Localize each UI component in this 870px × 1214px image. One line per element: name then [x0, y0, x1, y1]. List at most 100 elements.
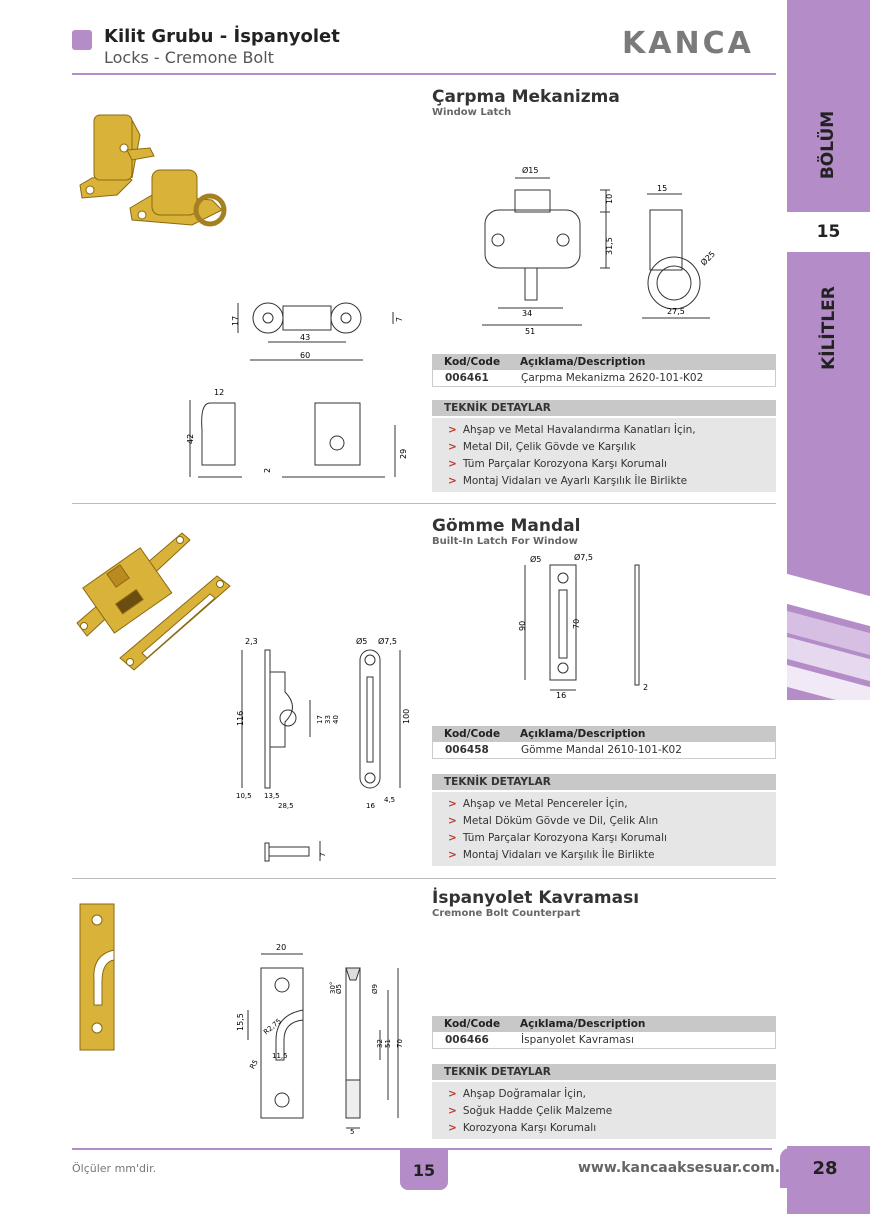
section-subtitle: Cremone Bolt Counterpart [432, 908, 581, 919]
header-divider [72, 73, 776, 75]
dim-label: 4,5 [384, 796, 395, 804]
section-subtitle: Window Latch [432, 107, 512, 118]
dim-label: 5 [350, 1128, 354, 1136]
product-code: 006466 [445, 1034, 489, 1046]
dim-label: 15,5 [236, 1013, 245, 1031]
tech-item: >Montaj Vidaları ve Karşılık İle Birlikt… [448, 848, 655, 861]
dim-label: 16 [556, 691, 566, 700]
latch-bolt-drawing: 7 [264, 841, 327, 862]
section-divider [72, 878, 776, 879]
page-title: Kilit Grubu - İspanyolet [104, 26, 340, 47]
section-title: İspanyolet Kavraması [432, 888, 640, 908]
col-desc: Açıklama/Description [520, 356, 646, 368]
tech-details: TEKNİK DETAYLAR >Ahşap ve Metal Pencerel… [432, 774, 776, 866]
dim-label: 7 [319, 853, 327, 857]
dim-label: Ø7,5 [378, 636, 397, 646]
dim-label: 32 [376, 1039, 384, 1048]
sidebar-blank [787, 700, 870, 1146]
tech-details: TEKNİK DETAYLAR >Ahşap ve Metal Havaland… [432, 400, 776, 492]
col-desc: Açıklama/Description [520, 728, 646, 740]
tech-item: >Ahşap ve Metal Havalandırma Kanatları İ… [448, 423, 696, 436]
col-code: Kod/Code [444, 1018, 501, 1030]
product-table: Kod/Code Açıklama/Description 006466 İspan… [432, 1016, 776, 1049]
latch-profile-drawing: 12 42 2 29 [186, 388, 408, 478]
latch-body-drawing: 2,3 116 17 33 40 Ø5 Ø7,5 100 10,5 13,5 2… [236, 636, 411, 810]
section-subtitle: Built-In Latch For Window [432, 536, 578, 547]
dim-label: Ø15 [522, 165, 538, 175]
dim-label: 51 [384, 1039, 392, 1048]
dim-label: 10 [605, 194, 614, 204]
tech-item: >Metal Dil, Çelik Gövde ve Karşılık [448, 440, 636, 453]
category-label: KİLİTLER [818, 286, 839, 370]
dim-label: 43 [300, 333, 310, 342]
counterpart-drawing: 20 15,5 R2,75 R5 11,5 30° Ø5 Ø9 32 51 70… [236, 943, 404, 1136]
website-link[interactable]: www.kancaaksesuar.com.tr [578, 1160, 794, 1176]
section-label: BÖLÜM [818, 110, 839, 180]
tech-item: >Metal Döküm Gövde ve Dil, Çelik Alın [448, 814, 659, 827]
tech-item: >Montaj Vidaları ve Ayarlı Karşılık İle … [448, 474, 688, 487]
dim-label: Ø5 [530, 554, 541, 564]
col-desc: Açıklama/Description [520, 1018, 646, 1030]
section-title: Gömme Mandal [432, 516, 581, 536]
dim-label: 17 [231, 316, 240, 326]
col-code: Kod/Code [444, 356, 501, 368]
tech-item: >Ahşap Doğramalar İçin, [448, 1087, 586, 1100]
dim-label: 42 [186, 434, 195, 444]
latch-side-drawing: 15 Ø25 27,5 [642, 184, 717, 319]
units-note: Ölçüler mm'dir. [72, 1162, 157, 1175]
sidebar-category: KİLİTLER [787, 258, 870, 598]
product-code: 006458 [445, 744, 489, 756]
dim-label: 28,5 [278, 802, 294, 810]
dim-label: 27,5 [667, 307, 685, 316]
dim-label: 13,5 [264, 792, 280, 800]
dim-label: 60 [300, 351, 310, 360]
dim-label: Ø25 [698, 249, 717, 268]
product-code: 006461 [445, 372, 489, 384]
section-divider [72, 503, 776, 504]
cremone-counterpart-photo [79, 903, 115, 1051]
product-desc: Çarpma Mekanizma 2620-101-K02 [521, 372, 704, 384]
strike-plate-drawing: Ø5 Ø7,5 90 70 16 2 [518, 552, 648, 700]
dim-label: 10,5 [236, 792, 252, 800]
tech-item: >Ahşap ve Metal Pencereler İçin, [448, 797, 628, 810]
product-table: Kod/Code Açıklama/Description 006461 Çarpm… [432, 354, 776, 387]
tech-item: >Tüm Parçalar Korozyona Karşı Korumalı [448, 457, 667, 470]
brand-logo: KANCA [622, 26, 754, 61]
dim-label: 33 [324, 715, 332, 724]
latch-top-drawing: 17 43 60 7 [231, 302, 404, 361]
tech-item: >Tüm Parçalar Korozyona Karşı Korumalı [448, 831, 667, 844]
dim-label: R2,75 [262, 1017, 283, 1036]
dim-label: 7 [395, 317, 404, 322]
dim-label: 51 [525, 327, 535, 335]
tech-item: >Korozyona Karşı Korumalı [448, 1121, 597, 1134]
dim-label: 20 [276, 943, 286, 952]
dim-label: 17 [316, 715, 324, 724]
dim-label: 2 [263, 468, 272, 473]
sidebar-bolum: BÖLÜM [787, 0, 870, 210]
tech-details: TEKNİK DETAYLAR >Ahşap Doğramalar İçin, … [432, 1064, 776, 1139]
section-number: 15 [787, 212, 870, 252]
dim-label: 70 [572, 619, 581, 629]
dim-label: 70 [396, 1039, 404, 1048]
tech-heading: TEKNİK DETAYLAR [432, 1064, 776, 1080]
product-desc: Gömme Mandal 2610-101-K02 [521, 744, 682, 756]
built-in-latch-photo [76, 532, 231, 671]
product-desc: İspanyolet Kavraması [521, 1034, 634, 1046]
page-subtitle: Locks - Cremone Bolt [104, 48, 274, 67]
dim-label: 30° [329, 982, 337, 994]
tech-heading: TEKNİK DETAYLAR [432, 400, 776, 416]
dim-label: 12 [214, 388, 224, 397]
dim-label: 11,5 [272, 1052, 288, 1060]
dim-label: 29 [399, 449, 408, 459]
header-square-icon [72, 30, 92, 50]
col-code: Kod/Code [444, 728, 501, 740]
tech-item: >Soğuk Hadde Çelik Malzeme [448, 1104, 613, 1117]
dim-label: 116 [236, 711, 245, 726]
product-table: Kod/Code Açıklama/Description 006458 Gömme… [432, 726, 776, 759]
tech-heading: TEKNİK DETAYLAR [432, 774, 776, 790]
dim-label: 16 [366, 802, 375, 810]
dim-label: 2,3 [245, 637, 258, 646]
dim-label: 2 [643, 683, 648, 692]
section-title: Çarpma Mekanizma [432, 87, 620, 107]
dim-label: Ø5 [356, 636, 367, 646]
